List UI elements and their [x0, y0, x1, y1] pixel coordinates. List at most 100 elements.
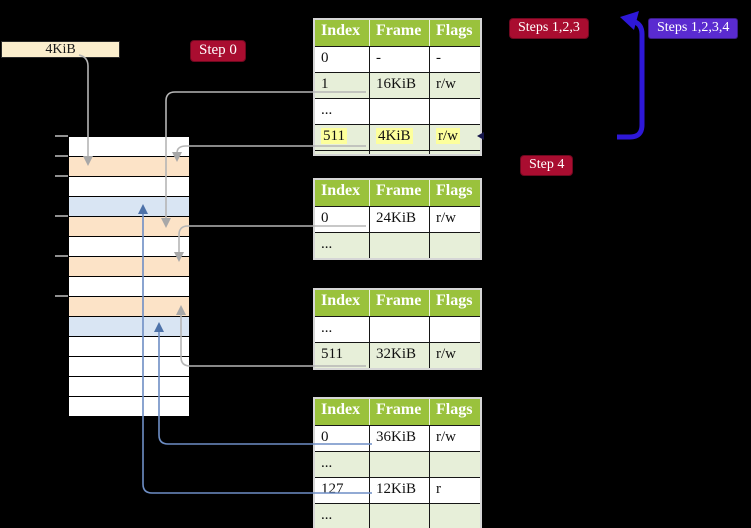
- table-cell: [369, 98, 429, 124]
- steps-loop-arrow: [617, 11, 645, 140]
- memory-address-tick: [55, 295, 68, 297]
- memory-row-13-white: [69, 397, 189, 416]
- table-cell: r/w: [429, 124, 480, 150]
- memory-row-1-peach: [69, 157, 189, 177]
- table-cell: [369, 150, 429, 154]
- steps-1234-badge: Steps 1,2,3,4: [648, 18, 739, 39]
- table-header-cell: Frame: [369, 20, 429, 46]
- memory-address-tick: [55, 255, 68, 257]
- arrow-left-icon: [620, 11, 639, 30]
- table-cell: [429, 150, 480, 154]
- step-4-badge: Step 4: [520, 155, 574, 176]
- table-cell: 16KiB: [369, 72, 429, 98]
- memory-row-11-white: [69, 357, 189, 377]
- table-cell: ...: [315, 316, 369, 342]
- memory-row-5-white: [69, 237, 189, 257]
- table-row: ...: [315, 232, 480, 258]
- table-cell: 32KiB: [369, 342, 429, 368]
- table-header-cell: Flags: [429, 399, 480, 425]
- table-cell: r/w: [429, 342, 480, 368]
- table-header-cell: Index: [315, 399, 369, 425]
- table-cell: [429, 98, 480, 124]
- table-row: ...: [315, 451, 480, 477]
- table-cell: 127: [315, 477, 369, 503]
- table-partial-row: [315, 150, 480, 154]
- table-cell: -: [429, 46, 480, 72]
- table-row: ...: [315, 503, 480, 528]
- table-header-cell: Flags: [429, 20, 480, 46]
- table-cell: r/w: [429, 72, 480, 98]
- table-cell: [369, 451, 429, 477]
- table-cell: ...: [315, 98, 369, 124]
- table-cell: 511: [315, 124, 369, 150]
- memory-row-8-peach: [69, 297, 189, 317]
- memory-column: [68, 136, 190, 417]
- table-row: ...: [315, 316, 480, 342]
- memory-address-tick: [55, 135, 68, 137]
- table-cell: -: [369, 46, 429, 72]
- memory-address-tick: [55, 215, 68, 217]
- memory-row-0-white: [69, 137, 189, 157]
- table-cell: 36KiB: [369, 425, 429, 451]
- table-cell: [429, 503, 480, 528]
- table-cell: [429, 232, 480, 258]
- table-cell: 1: [315, 72, 369, 98]
- table-cell: 0: [315, 425, 369, 451]
- table-header-cell: Flags: [429, 180, 480, 206]
- table-cell: [429, 316, 480, 342]
- table-header-cell: Index: [315, 20, 369, 46]
- table-header-cell: Index: [315, 180, 369, 206]
- table-row: 0--: [315, 46, 480, 72]
- table-header-cell: Index: [315, 290, 369, 316]
- table-header-cell: Flags: [429, 290, 480, 316]
- memory-row-7-white: [69, 277, 189, 297]
- table-cell: 511: [315, 342, 369, 368]
- table-cell: 12KiB: [369, 477, 429, 503]
- table-cell: [369, 316, 429, 342]
- table-cell: [315, 150, 369, 154]
- memory-row-3-blue: [69, 197, 189, 217]
- memory-row-2-white: [69, 177, 189, 197]
- table-row: ...: [315, 98, 480, 124]
- table-cell: 4KiB: [369, 124, 429, 150]
- table-cell: r/w: [429, 206, 480, 232]
- steps-123-badge: Steps 1,2,3: [509, 18, 589, 39]
- memory-address-tick: [55, 155, 68, 157]
- table-cell: 0: [315, 46, 369, 72]
- memory-row-9-blue: [69, 317, 189, 337]
- table-cell: [369, 503, 429, 528]
- table-cell: 0: [315, 206, 369, 232]
- memory-row-6-peach: [69, 257, 189, 277]
- table-cell: 24KiB: [369, 206, 429, 232]
- page-size-label: 4KiB: [1, 41, 120, 58]
- memory-row-4-peach: [69, 217, 189, 237]
- memory-address-tick: [55, 175, 68, 177]
- table-cell: ...: [315, 232, 369, 258]
- table-cell: ...: [315, 503, 369, 528]
- table-cell: ...: [315, 451, 369, 477]
- table-cell: r: [429, 477, 480, 503]
- memory-row-12-white: [69, 377, 189, 397]
- table-header-cell: Frame: [369, 180, 429, 206]
- table-header-cell: Frame: [369, 399, 429, 425]
- step-0-badge: Step 0: [190, 40, 246, 62]
- table-header-cell: Frame: [369, 290, 429, 316]
- table-cell: [429, 451, 480, 477]
- table-cell: r/w: [429, 425, 480, 451]
- table-cell: [369, 232, 429, 258]
